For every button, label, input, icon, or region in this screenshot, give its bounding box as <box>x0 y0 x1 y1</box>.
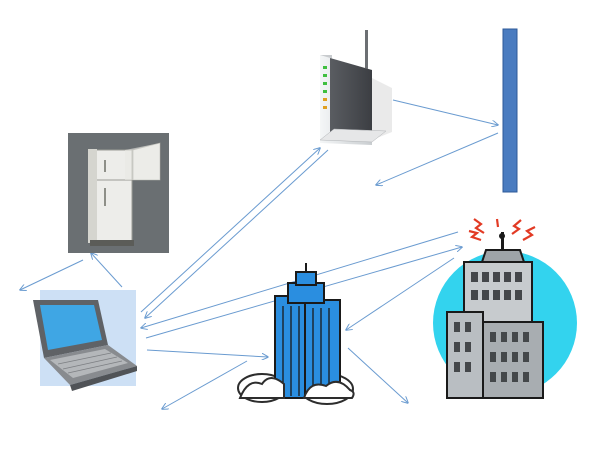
arrow-tower-to-office <box>346 257 455 330</box>
broadcast-building-icon <box>433 218 577 399</box>
arrow-laptop-to-router <box>140 148 320 313</box>
arrow-router-to-laptop <box>145 149 329 318</box>
arrow-fridge-to-laptop <box>20 259 84 290</box>
refrigerator-icon <box>68 133 169 253</box>
laptop-icon <box>33 290 137 391</box>
wireless-router-icon <box>319 30 392 145</box>
office-building-icon <box>237 263 355 405</box>
arrow-laptop-to-office <box>146 349 268 357</box>
arrow-wall-to-router <box>376 132 499 185</box>
arrow-office-outward <box>347 347 408 403</box>
arrow-office-to-laptop <box>162 360 248 409</box>
wall-barrier-icon <box>502 28 518 193</box>
arrow-router-to-wall <box>392 99 498 125</box>
arrow-laptop-to-fridge <box>91 253 123 288</box>
